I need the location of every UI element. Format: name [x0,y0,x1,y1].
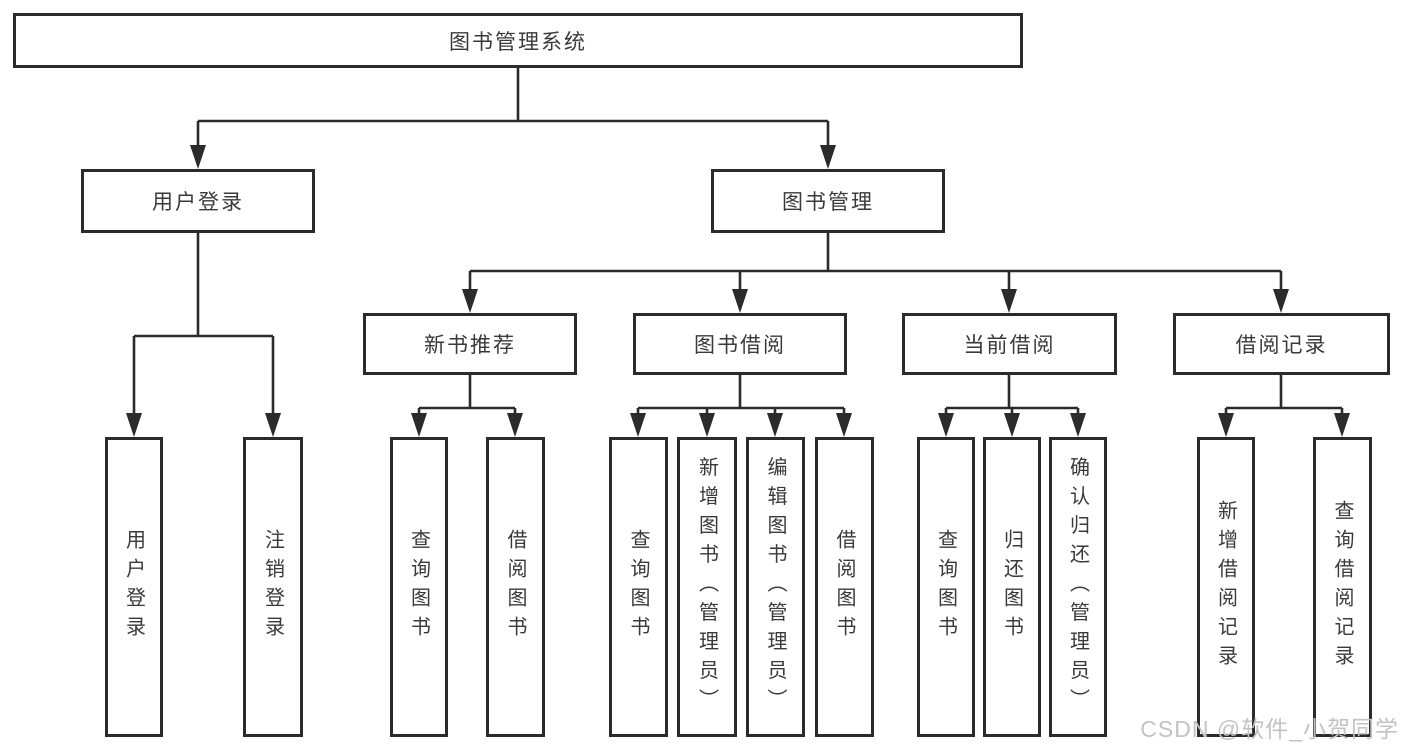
leaf-user-login: 用户登录 [105,437,163,737]
leaf-add-books-admin: 新增图书（管理员） [677,437,737,737]
leaf-query-books-current: 查询图书 [917,437,975,737]
node-current-borrow: 当前借阅 [902,313,1117,375]
leaf-logout-login: 注销登录 [243,437,303,737]
leaf-return-books: 归还图书 [983,437,1041,737]
node-book-borrow: 图书借阅 [633,313,847,375]
leaf-label: 借阅图书 [504,529,526,645]
leaf-label: 查询图书 [934,529,957,645]
leaf-label: 新增图书（管理员） [695,456,718,718]
leaf-add-borrow-record: 新增借阅记录 [1197,437,1255,737]
leaf-label: 确认归还（管理员） [1066,456,1089,718]
leaf-label: 归还图书 [1000,529,1023,645]
csdn-watermark: CSDN @软件_小贺同学 [1140,716,1399,742]
leaf-label: 编辑图书（管理员） [764,456,786,718]
leaf-query-borrow-record: 查询借阅记录 [1313,437,1372,737]
leaf-label: 借阅图书 [833,529,855,645]
leaf-query-books-recommend: 查询图书 [390,437,448,737]
leaf-borrow-books-recommend: 借阅图书 [486,437,545,737]
leaf-query-books-borrow: 查询图书 [609,437,668,737]
leaf-label: 新增借阅记录 [1214,500,1237,674]
node-user-login: 用户登录 [81,169,315,233]
leaf-confirm-return-admin: 确认归还（管理员） [1049,437,1107,737]
node-new-book-recommend: 新书推荐 [363,313,577,375]
leaf-label: 查询借阅记录 [1331,500,1353,674]
node-borrow-records: 借阅记录 [1173,313,1390,375]
node-book-management: 图书管理 [711,169,945,233]
leaf-borrow-books: 借阅图书 [815,437,874,737]
leaf-label: 查询图书 [407,529,430,645]
leaf-label: 注销登录 [261,529,284,645]
leaf-label: 用户登录 [122,529,145,645]
leaf-edit-books-admin: 编辑图书（管理员） [746,437,805,737]
leaf-label: 查询图书 [627,529,649,645]
node-root-system: 图书管理系统 [13,13,1023,68]
